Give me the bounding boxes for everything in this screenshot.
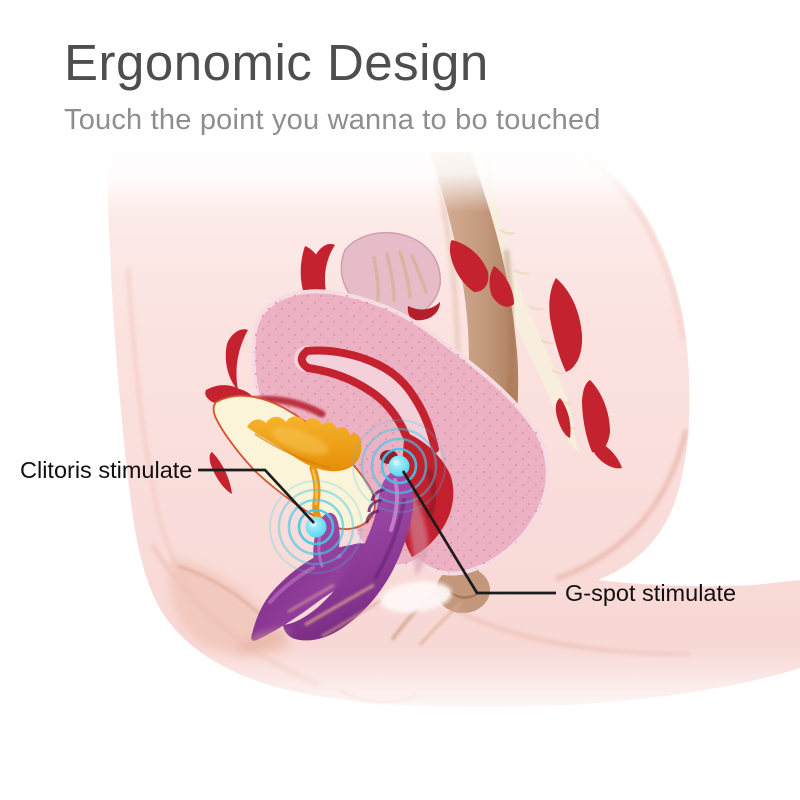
- top-fade: [0, 128, 800, 212]
- fimbriae-fingers: [372, 250, 428, 302]
- clitoris-ripple-target: [268, 479, 364, 575]
- vulva-folds-front: [235, 581, 464, 655]
- gspot-leader-line: [401, 470, 556, 595]
- sacrum: [486, 152, 580, 453]
- page-subtitle: Touch the point you wanna to bo touched: [64, 103, 601, 136]
- buttock-crease: [555, 429, 688, 581]
- page-title: Ergonomic Design: [64, 34, 489, 91]
- bladder: [212, 394, 376, 530]
- uterine-cavity-halo: [294, 346, 441, 471]
- vaginal-wall: [408, 486, 429, 576]
- anus-crease: [449, 590, 478, 599]
- clitoris-label: Clitoris stimulate: [20, 457, 192, 483]
- leader-lines: [198, 468, 556, 595]
- uterus: [251, 289, 550, 576]
- clitoris-leader-line: [198, 468, 315, 524]
- anus: [436, 567, 490, 613]
- bottom-fade: [0, 645, 800, 800]
- vibrator-main-shaft: [283, 468, 414, 641]
- gspot-ripple-target: [351, 418, 447, 514]
- vulva-gap-highlight: [380, 581, 452, 613]
- gspot-label: G-spot stimulate: [565, 580, 736, 606]
- vibrator-handle-arm: [251, 543, 376, 641]
- header: Ergonomic Design Touch the point you wan…: [64, 36, 601, 137]
